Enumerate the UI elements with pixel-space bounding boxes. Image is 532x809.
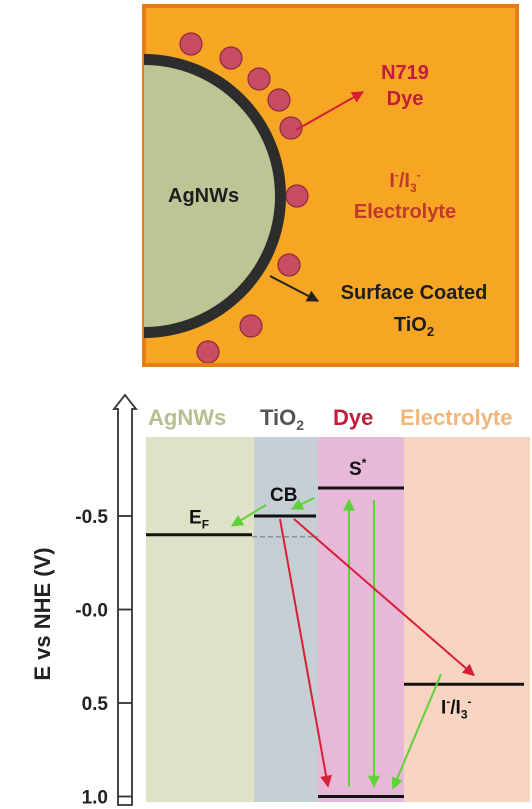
recombination-to-dye-arrow [279, 518, 332, 788]
electrolyte-redox-label: I-/I3- [389, 168, 420, 195]
energy-diagram: AgNWs TiO2 Dye Electrolyte E vs NHE (V) … [30, 393, 530, 809]
dye-molecule [247, 67, 271, 91]
dye-molecule [179, 32, 203, 56]
dye-molecule [285, 184, 309, 208]
agnw-label: AgNWs [168, 185, 239, 207]
y-axis-title: E vs NHE (V) [30, 547, 55, 680]
column-dye [318, 437, 404, 802]
redox-couple-label: I-/I3- [441, 694, 472, 721]
header-agnws: AgNWs [148, 405, 226, 430]
dye-molecule [277, 253, 301, 277]
header-electrolyte: Electrolyte [400, 405, 513, 430]
dye-molecule [267, 88, 291, 112]
recombination-to-electrolyte-arrow [293, 518, 475, 677]
electrolyte-label: Electrolyte [354, 201, 456, 223]
dye-molecule [239, 314, 263, 338]
agnw-core [144, 65, 275, 327]
y-axis-tick-label: -0.0 [75, 601, 108, 622]
dye-molecules [179, 32, 309, 363]
column-electrolyte [404, 437, 530, 802]
conduction-band-label: CB [270, 485, 297, 506]
excited-state-label: S* [349, 456, 367, 480]
coating-label-line2: TiO2 [394, 314, 434, 339]
injection-arrow [290, 497, 315, 510]
regeneration-arrow [391, 673, 442, 790]
y-axis-tick-label: 1.0 [82, 788, 108, 809]
y-axis-tick-label: 0.5 [82, 694, 109, 715]
dye-molecule [279, 116, 303, 140]
coating-label: Surface Coated [341, 282, 488, 304]
column-agnws [146, 437, 254, 802]
y-axis-tick-label: -0.5 [75, 507, 108, 528]
dye-pointer-arrow [295, 91, 365, 131]
column-tio2 [254, 437, 318, 802]
fermi-level-label: EF [189, 508, 209, 532]
header-tio2: TiO2 [260, 405, 304, 433]
cb-to-fermi-arrow [230, 504, 267, 527]
dye-molecule [219, 46, 243, 70]
schematic-panel: AgNWs N719 Dye I-/I3- Electrolyte Surfac… [142, 4, 519, 367]
energy-axis-arrow [112, 393, 138, 806]
header-dye: Dye [333, 405, 373, 430]
dye-label-line2: Dye [387, 88, 424, 110]
dye-molecule [196, 340, 220, 363]
y-axis-ticks: -0.5 -0.0 0.5 1.0 [75, 507, 132, 809]
dye-label: N719 [381, 62, 429, 84]
coating-pointer-arrow [269, 275, 320, 302]
